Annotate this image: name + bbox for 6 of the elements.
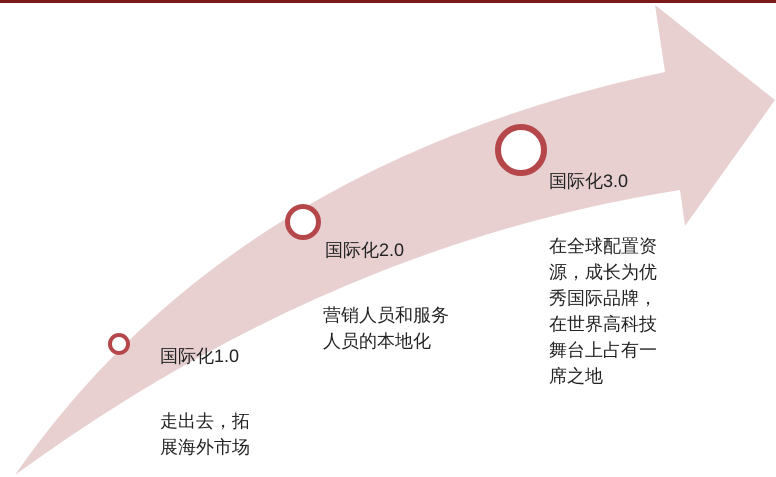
stage-description: 营销人员和服务人员的本地化 bbox=[323, 304, 450, 353]
stage-title: 国际化2.0 bbox=[325, 239, 404, 262]
stage-title: 国际化3.0 bbox=[549, 170, 628, 193]
stage-description: 走出去，拓展海外市场 bbox=[160, 410, 251, 459]
stage-description: 在全球配置资源，成长为优秀国际品牌，在世界高科技舞台上占有一席之地 bbox=[549, 235, 658, 388]
stage-title: 国际化1.0 bbox=[160, 345, 240, 368]
